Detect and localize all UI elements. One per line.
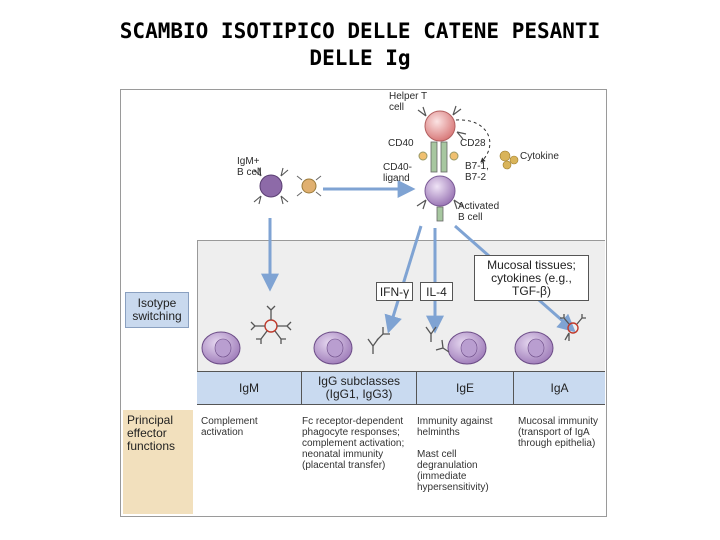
isotype-igg: IgG subclasses (IgG1, IgG3) bbox=[317, 374, 401, 401]
cd40-label: CD40 bbox=[388, 138, 414, 149]
helper-t-cell-label: Helper T cell bbox=[389, 91, 427, 113]
isotype-igm: IgM bbox=[238, 380, 259, 395]
cytokine-label: Cytokine bbox=[520, 151, 559, 162]
function-ige: Immunity against helminths Mast cell deg… bbox=[417, 416, 493, 493]
function-iga: Mucosal immunity (transport of IgA throu… bbox=[518, 416, 599, 449]
isotype-ige: IgE bbox=[455, 380, 474, 395]
isotype-switching-label: Isotype switching bbox=[125, 292, 189, 328]
isotype-iga: IgA bbox=[550, 380, 569, 395]
igm-b-cell-label: IgM+ B cell bbox=[237, 156, 262, 178]
mucosal-cytokines-box: Mucosal tissues; cytokines (e.g., TGF-β) bbox=[474, 255, 589, 301]
band-divider bbox=[513, 372, 514, 404]
diagram-drawing bbox=[201, 105, 586, 365]
function-igg: Fc receptor-dependent phagocyte response… bbox=[302, 416, 405, 471]
helper-t-cell bbox=[424, 110, 456, 142]
function-igm: Complement activation bbox=[201, 416, 258, 438]
il4-box: IL-4 bbox=[420, 282, 453, 301]
slide-title-line1: SCAMBIO ISOTIPICO DELLE CATENE PESANTI bbox=[119, 19, 601, 43]
isotype-switching-figure: Helper T cell CD40 CD28 CD40-ligand B7-1… bbox=[120, 89, 607, 517]
b7-label: B7-1, B7-2 bbox=[465, 161, 489, 183]
effector-functions-label: Principal effector functions bbox=[127, 413, 176, 453]
activated-b-cell-label: Activated B cell bbox=[458, 201, 500, 223]
slide-title: SCAMBIO ISOTIPICO DELLE CATENE PESANTI D… bbox=[0, 18, 720, 72]
effector-functions-panel: Principal effector functions bbox=[123, 410, 193, 514]
band-divider bbox=[416, 372, 417, 404]
cd28-label: CD28 bbox=[460, 138, 486, 149]
cd40-ligand-label: CD40-ligand bbox=[383, 162, 412, 184]
slide-title-line2: DELLE Ig bbox=[309, 46, 411, 70]
isotype-band: IgM IgG subclasses (IgG1, IgG3) IgE IgA bbox=[197, 371, 605, 405]
activated-b-cell bbox=[424, 175, 456, 207]
ifn-gamma-box: IFN-γ bbox=[376, 282, 413, 301]
band-divider bbox=[301, 372, 302, 404]
igm-b-cell bbox=[259, 174, 283, 198]
